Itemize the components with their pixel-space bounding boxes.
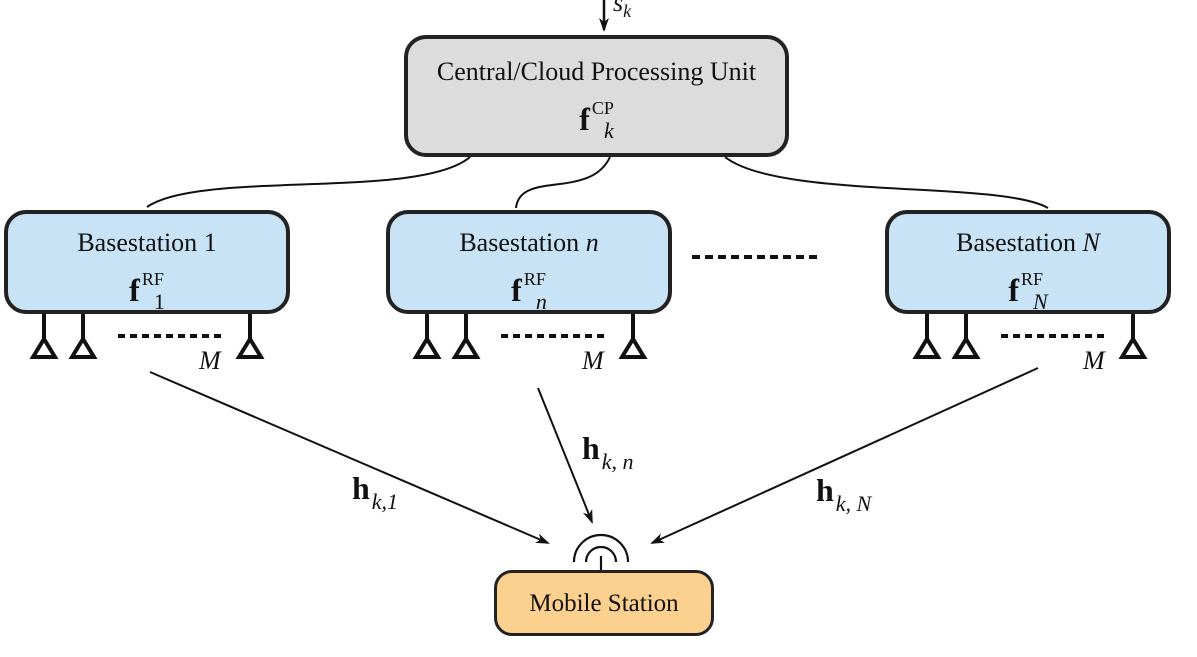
mobile-station: Mobile Station: [494, 570, 714, 636]
mobile-antenna-icon: [572, 533, 630, 570]
antenna-count-label-N: M: [1083, 346, 1105, 375]
antenna-count-label-n: M: [582, 346, 604, 375]
antenna-array-n: [412, 314, 648, 359]
backhaul-link-1: [146, 156, 471, 208]
antenna-array-1: [29, 314, 265, 359]
input-signal-label: sk: [613, 0, 632, 22]
channel-arrow-N: [650, 367, 1039, 544]
channel-label-1: hk,1: [352, 470, 399, 514]
channel-arrow-1: [149, 371, 550, 544]
backhaul-link-N: [724, 156, 1049, 209]
central-unit-title: Central/Cloud Processing Unit: [436, 57, 757, 86]
backhaul-link-n: [515, 156, 611, 209]
antenna-array-N: [912, 314, 1148, 359]
basestation-N-title: Basestation N: [956, 228, 1100, 257]
channel-arrow-n: [537, 387, 593, 524]
basestation-1-title: Basestation 1: [77, 228, 217, 257]
mobile-station-title: Mobile Station: [529, 590, 679, 617]
channel-label-n: hk, n: [582, 430, 634, 474]
antenna-count-label-1: M: [199, 346, 221, 375]
basestation-n-title: Basestation n: [459, 228, 599, 257]
channel-label-N: hk, N: [816, 472, 872, 516]
